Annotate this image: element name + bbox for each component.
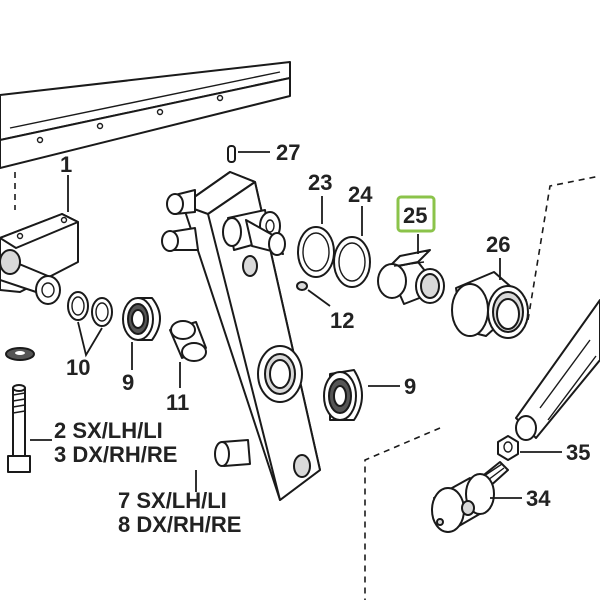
label-part-2: 2 SX/LH/LI	[54, 418, 163, 443]
part-9-bearing-right	[323, 369, 363, 421]
part-10-rings	[67, 291, 113, 327]
label-part-9-left: 9	[122, 370, 134, 395]
label-part-11: 11	[166, 390, 189, 415]
part-2-3-bolt	[7, 384, 31, 473]
part-7-8-arm-plate	[161, 171, 321, 501]
dashed-boundary	[527, 175, 600, 321]
part-1-bracket	[0, 213, 79, 305]
label-part-25: 25	[403, 203, 427, 228]
frame-rail	[0, 61, 291, 210]
label-part-34: 34	[526, 486, 551, 511]
part-12-nipple	[296, 281, 308, 291]
part-24-oring	[333, 236, 371, 288]
part-26-housing	[451, 271, 529, 339]
label-part-23: 23	[308, 170, 332, 195]
label-part-26: 26	[486, 232, 510, 257]
highlight-box-25	[396, 195, 436, 233]
label-part-24: 24	[348, 182, 373, 207]
leader-10	[77, 321, 103, 358]
label-part-1: 1	[60, 152, 72, 177]
label-part-3: 3 DX/RH/RE	[54, 442, 177, 467]
label-part-9-right: 9	[404, 374, 416, 399]
dashed-boundary-lower	[364, 427, 441, 600]
part-9-bearing-left	[122, 297, 161, 341]
part-25-sleeve	[377, 249, 445, 305]
leader-12	[307, 289, 331, 307]
link-arm	[515, 299, 600, 441]
label-part-35: 35	[566, 440, 590, 465]
label-part-8: 8 DX/RH/RE	[118, 512, 241, 537]
part-34-rod-end	[431, 461, 509, 533]
label-part-10: 10	[66, 355, 90, 380]
part-23-oring	[297, 226, 335, 278]
label-part-12: 12	[330, 308, 354, 333]
part-27-pin	[227, 145, 236, 163]
label-part-27: 27	[276, 140, 300, 165]
part-35-nut	[497, 435, 519, 461]
label-part-7: 7 SX/LH/LI	[118, 488, 227, 513]
part-11-bushing	[169, 320, 207, 362]
